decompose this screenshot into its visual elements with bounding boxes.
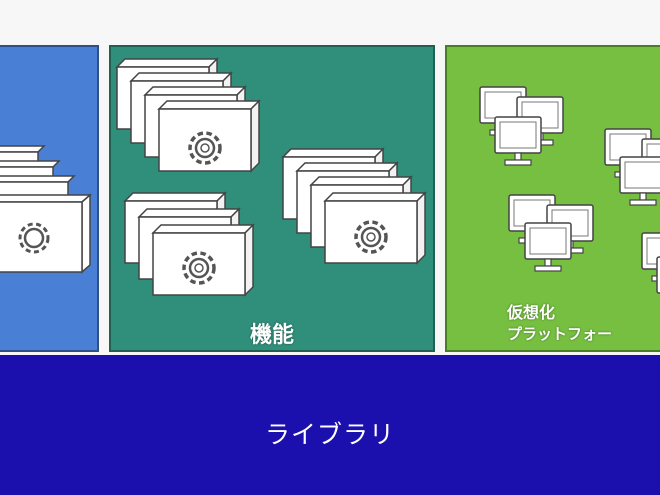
- module-stack-1: [116, 58, 260, 172]
- platform-label-line1: 仮想化: [507, 303, 556, 322]
- platform-label-line2: プラットフォー: [507, 325, 613, 343]
- monitor-icon: [619, 156, 660, 206]
- monitor-group-2: [604, 128, 660, 206]
- function-panel: 機能: [109, 45, 435, 352]
- module-stack-2: [124, 192, 254, 296]
- monitor-group-4: [641, 232, 660, 306]
- gear-module-icon: [0, 201, 83, 273]
- library-bar: ライブラリ: [0, 355, 660, 495]
- gear-module-icon: [158, 100, 260, 172]
- gear-icon: [18, 222, 50, 254]
- library-label: ライブラリ: [264, 420, 395, 449]
- monitor-group-3: [508, 194, 594, 272]
- monitor-group-1: [479, 86, 564, 166]
- function-modules: [116, 58, 426, 296]
- monitor-icon: [524, 222, 572, 272]
- left-module-stack: [0, 145, 92, 274]
- virtualization-platform-panel: 仮想化 プラットフォー: [445, 45, 660, 352]
- module-stack-3: [282, 148, 426, 264]
- monitor-icon: [494, 116, 542, 166]
- left-panel: [0, 45, 99, 352]
- function-label: 機能: [249, 323, 294, 348]
